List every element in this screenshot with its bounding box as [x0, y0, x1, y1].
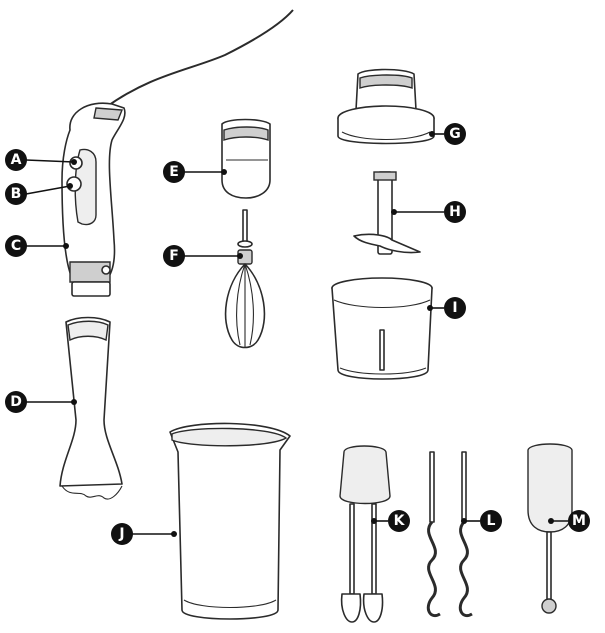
motor-unit — [62, 103, 125, 296]
callout-badge-g: G — [444, 123, 466, 145]
callout-label-a: A — [11, 152, 22, 168]
beater-attachment — [340, 446, 390, 622]
callout-badge-b: B — [5, 183, 27, 205]
callout-label-m: M — [572, 513, 586, 529]
callout-label-j: J — [118, 526, 124, 542]
callout-label-l: L — [487, 513, 496, 529]
callout-badge-f: F — [163, 245, 185, 267]
callout-badge-j: J — [111, 523, 133, 545]
milk-frother — [528, 444, 572, 613]
balloon-whisk — [226, 210, 265, 348]
callout-badge-i: I — [444, 297, 466, 319]
whisk-gearbox — [222, 120, 270, 199]
chopper-lid — [338, 70, 434, 144]
callout-label-i: I — [452, 300, 457, 316]
callout-label-b: B — [11, 186, 22, 202]
callout-badge-k: K — [388, 510, 410, 532]
callout-badge-l: L — [480, 510, 502, 532]
callout-badge-d: D — [5, 391, 27, 413]
measuring-beaker — [170, 423, 290, 619]
callout-badge-m: M — [568, 510, 590, 532]
blending-shaft — [60, 318, 122, 500]
callout-label-d: D — [10, 394, 22, 410]
chopper-blade — [354, 172, 420, 254]
callout-badge-h: H — [444, 201, 466, 223]
callout-badge-e: E — [163, 161, 185, 183]
callout-label-e: E — [169, 164, 179, 180]
chopper-bowl — [332, 278, 432, 379]
callout-label-f: F — [169, 248, 179, 264]
callout-label-k: K — [394, 513, 406, 529]
dough-hooks — [428, 452, 472, 616]
callout-label-g: G — [449, 126, 461, 142]
callout-badge-a: A — [5, 149, 27, 171]
callout-badge-c: C — [5, 235, 27, 257]
power-cord — [105, 10, 293, 108]
callout-label-h: H — [449, 204, 461, 220]
callout-label-c: C — [11, 238, 21, 254]
